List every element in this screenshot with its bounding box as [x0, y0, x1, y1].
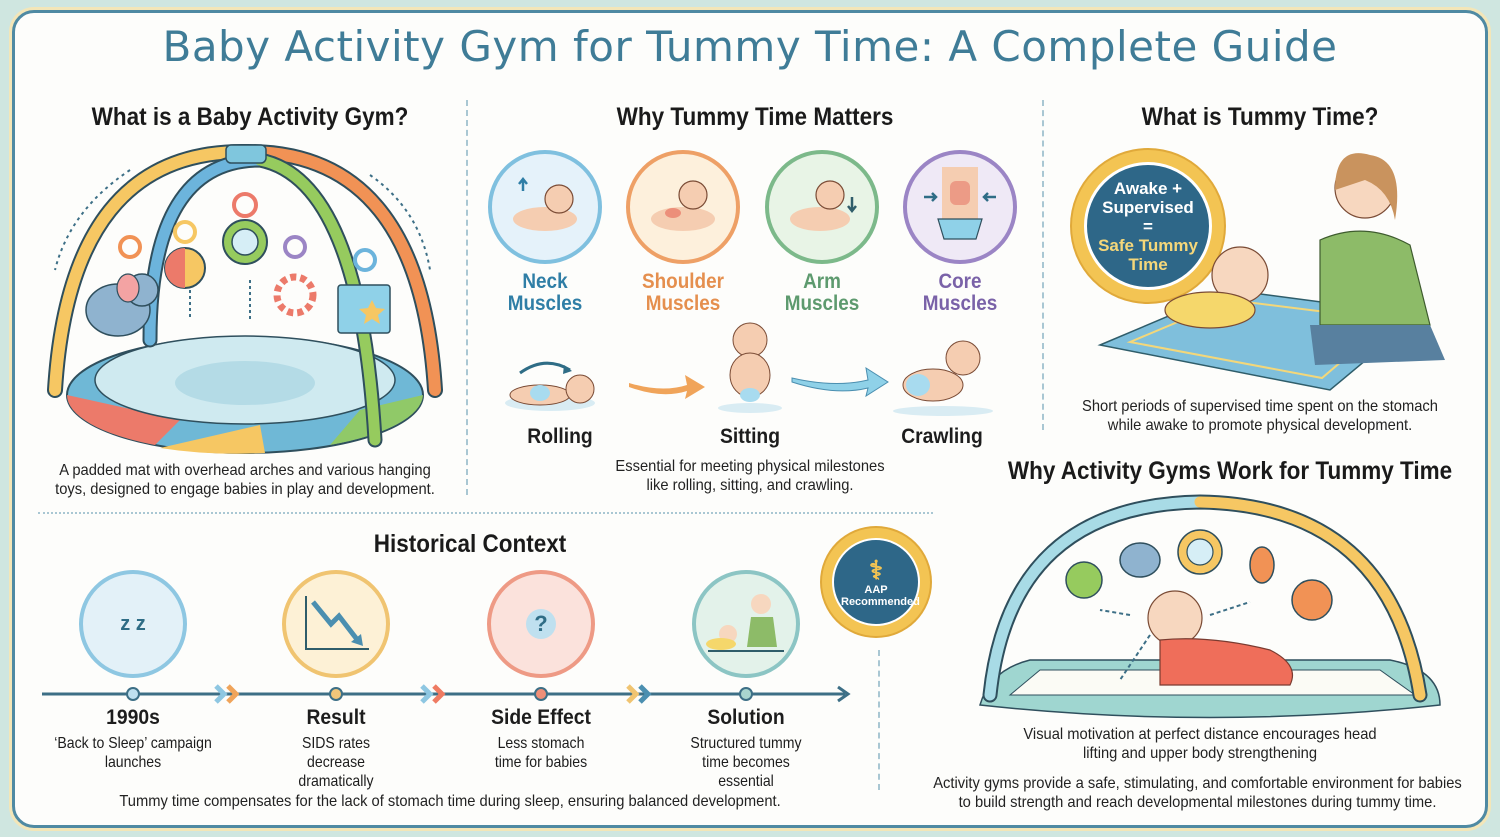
section-heading-why-matters: Why Tummy Time Matters [616, 103, 894, 131]
badge-line-equals: = [1143, 216, 1153, 236]
timeline-desc-solution: Structured tummy time becomes essential [690, 735, 802, 790]
timeline-title-solution: Solution [707, 706, 785, 729]
timeline-desc-1990s: ‘Back to Sleep’ campaign launches [54, 735, 212, 771]
decreasing-chart-icon [282, 570, 390, 678]
baby-under-gym-illustration [979, 494, 1441, 719]
aap-badge-text: AAP Recommended [841, 584, 920, 608]
neck-muscles-icon [488, 150, 602, 264]
timeline-node-side-effect [534, 687, 548, 701]
timeline-desc-result: SIDS rates decrease dramatically [298, 735, 374, 790]
gym-description: A padded mat with overhead arches and va… [55, 462, 435, 498]
section-heading-history: Historical Context [373, 530, 567, 558]
milestones-description: Essential for meeting physical milestone… [615, 458, 885, 494]
history-footer: Tummy time compensates for the lack of s… [119, 793, 781, 810]
badge-line-time: Time [1128, 254, 1168, 274]
divider-vertical-1 [466, 100, 468, 495]
timeline-node-solution [739, 687, 753, 701]
safe-tummy-time-badge: Awake + Supervised = Safe Tummy Time [1072, 150, 1224, 302]
activity-gym-illustration [47, 143, 443, 454]
divider-vertical-3 [878, 650, 880, 790]
milestone-sitting: Sitting [719, 425, 781, 448]
tummy-time-description: Short periods of supervised time spent o… [1082, 398, 1438, 434]
parent-and-baby-illustration [1097, 153, 1445, 391]
timeline-desc-side-effect: Less stomach time for babies [494, 735, 588, 771]
crawling-baby-icon [893, 340, 993, 416]
arrow-orange-icon [629, 375, 705, 399]
timeline-arrow[interactable] [40, 682, 855, 706]
milestone-rolling: Rolling [527, 425, 593, 448]
parent-supervising-icon [692, 570, 800, 678]
divider-horizontal [38, 512, 933, 514]
badge-line-awake: Awake + [1113, 178, 1183, 198]
badge-line-safe: Safe Tummy [1098, 235, 1198, 255]
timeline-title-1990s: 1990s [106, 706, 160, 729]
section-heading-why-gyms-work: Why Activity Gyms Work for Tummy Time [1007, 457, 1453, 485]
arrow-blue-icon [791, 366, 889, 398]
core-muscles-icon [903, 150, 1017, 264]
why-gyms-description: Activity gyms provide a safe, stimulatin… [933, 775, 1462, 811]
rolling-baby-icon [505, 361, 595, 411]
sleeping-baby-icon: z z [79, 570, 187, 678]
question-baby-icon: ? [487, 570, 595, 678]
badge-line-supervised: Supervised [1102, 197, 1194, 217]
timeline-title-result: Result [306, 706, 366, 729]
divider-vertical-2 [1042, 100, 1044, 430]
why-gyms-caption: Visual motivation at perfect distance en… [1023, 726, 1377, 762]
timeline-node-result [329, 687, 343, 701]
timeline-title-side-effect: Side Effect [491, 706, 591, 729]
shoulder-muscles-icon [626, 150, 740, 264]
milestone-crawling: Crawling [901, 425, 983, 448]
page-title: Baby Activity Gym for Tummy Time: A Comp… [162, 22, 1338, 71]
arm-muscles-icon [765, 150, 879, 264]
caduceus-icon: ⚕ [868, 555, 884, 585]
section-heading-what-is-gym: What is a Baby Activity Gym? [91, 103, 409, 131]
section-heading-what-is-tummy-time: What is Tummy Time? [1141, 103, 1379, 131]
aap-recommended-badge: ⚕ AAP Recommended [822, 528, 930, 636]
sitting-baby-icon [718, 322, 782, 413]
timeline-node-1990s [126, 687, 140, 701]
